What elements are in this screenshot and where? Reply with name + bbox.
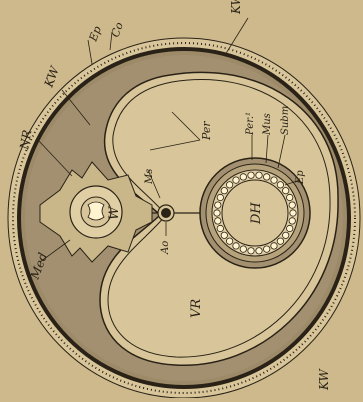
spinal-cord-core <box>88 202 104 220</box>
epithelial-cell <box>226 238 232 244</box>
label-subm: Subm <box>280 106 291 135</box>
epithelial-cell <box>277 182 283 188</box>
epithelial-cell <box>271 177 277 183</box>
epithelial-cell <box>248 172 254 178</box>
label-kw-top: KW <box>229 0 243 15</box>
epithelial-cell <box>233 243 239 249</box>
epithelial-cell <box>283 188 289 194</box>
epithelial-cell <box>289 218 295 224</box>
label-mus: Mus <box>262 113 273 136</box>
epithelial-cell <box>221 188 227 194</box>
label-vr: VR <box>189 299 204 318</box>
label-w: W <box>107 205 122 220</box>
epithelial-cell <box>248 248 254 254</box>
epithelial-cell <box>217 194 223 200</box>
label-kw-bottom: KW <box>317 367 331 391</box>
epithelial-cell <box>290 210 296 216</box>
epithelial-cell <box>264 174 270 180</box>
aorta-lumen <box>161 208 171 218</box>
epithelial-cell <box>240 246 246 252</box>
label-mes: Ms <box>144 169 155 185</box>
epithelial-cell <box>277 238 283 244</box>
epithelial-cell <box>289 202 295 208</box>
label-per: Per <box>200 121 213 141</box>
epithelial-cell <box>214 210 220 216</box>
epithelial-cell <box>256 248 262 254</box>
epithelial-cell <box>264 246 270 252</box>
epithelial-cell <box>256 172 262 178</box>
epithelial-cell <box>283 232 289 238</box>
epithelial-cell <box>217 225 223 231</box>
epithelial-cell <box>221 232 227 238</box>
label-ep-inner: Ep <box>295 170 306 185</box>
epithelial-cell <box>226 182 232 188</box>
epithelial-cell <box>240 174 246 180</box>
label-ao: Ao <box>160 241 171 255</box>
epithelial-cell <box>287 225 293 231</box>
label-per1: Per.¹ <box>245 112 256 136</box>
epithelial-cell <box>215 202 221 208</box>
label-dh: DH <box>249 202 264 225</box>
epithelial-cell <box>271 243 277 249</box>
epithelial-cell <box>287 194 293 200</box>
epithelial-cell <box>215 218 221 224</box>
epithelial-cell <box>233 177 239 183</box>
